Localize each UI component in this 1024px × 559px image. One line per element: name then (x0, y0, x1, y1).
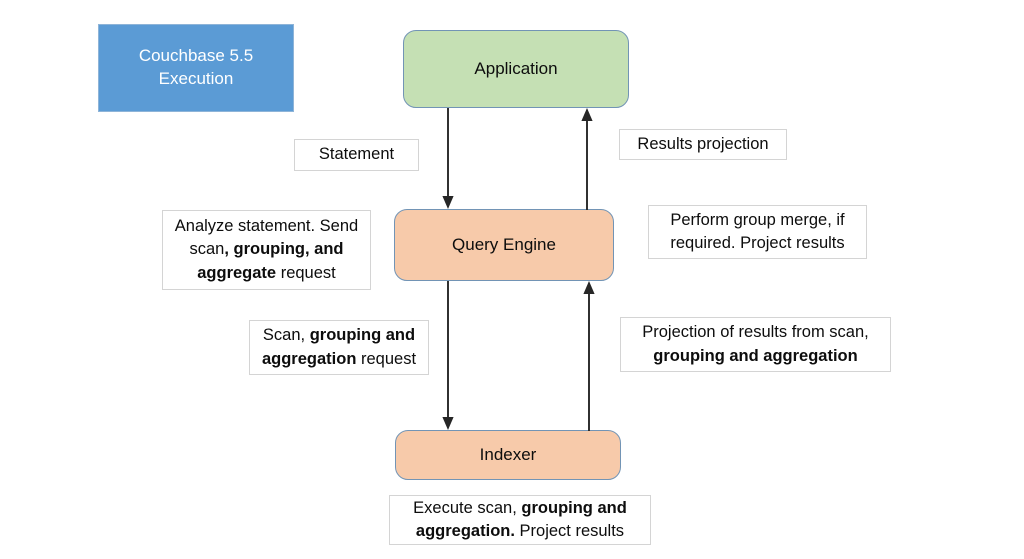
arrow-application-to-query-engine (442, 108, 454, 209)
node-application[interactable]: Application (403, 30, 629, 108)
note-analyze-statement: Analyze statement. Send scan, grouping, … (162, 210, 371, 290)
diagram-title-box: Couchbase 5.5 Execution (98, 24, 294, 112)
note-results-projection: Results projection (619, 129, 787, 160)
note-scan-grouping-request: Scan, grouping and aggregation request (249, 320, 429, 375)
arrow-query-engine-to-indexer (442, 281, 454, 430)
note-projection-of-results: Projection of results from scan, groupin… (620, 317, 891, 372)
arrow-query-engine-to-application (581, 108, 593, 210)
note-perform-group-merge: Perform group merge, if required. Projec… (648, 205, 867, 259)
node-indexer[interactable]: Indexer (395, 430, 621, 480)
node-query-engine[interactable]: Query Engine (394, 209, 614, 281)
note-execute-scan: Execute scan, grouping and aggregation. … (389, 495, 651, 545)
arrow-indexer-to-query-engine (583, 281, 595, 431)
note-statement: Statement (294, 139, 419, 171)
